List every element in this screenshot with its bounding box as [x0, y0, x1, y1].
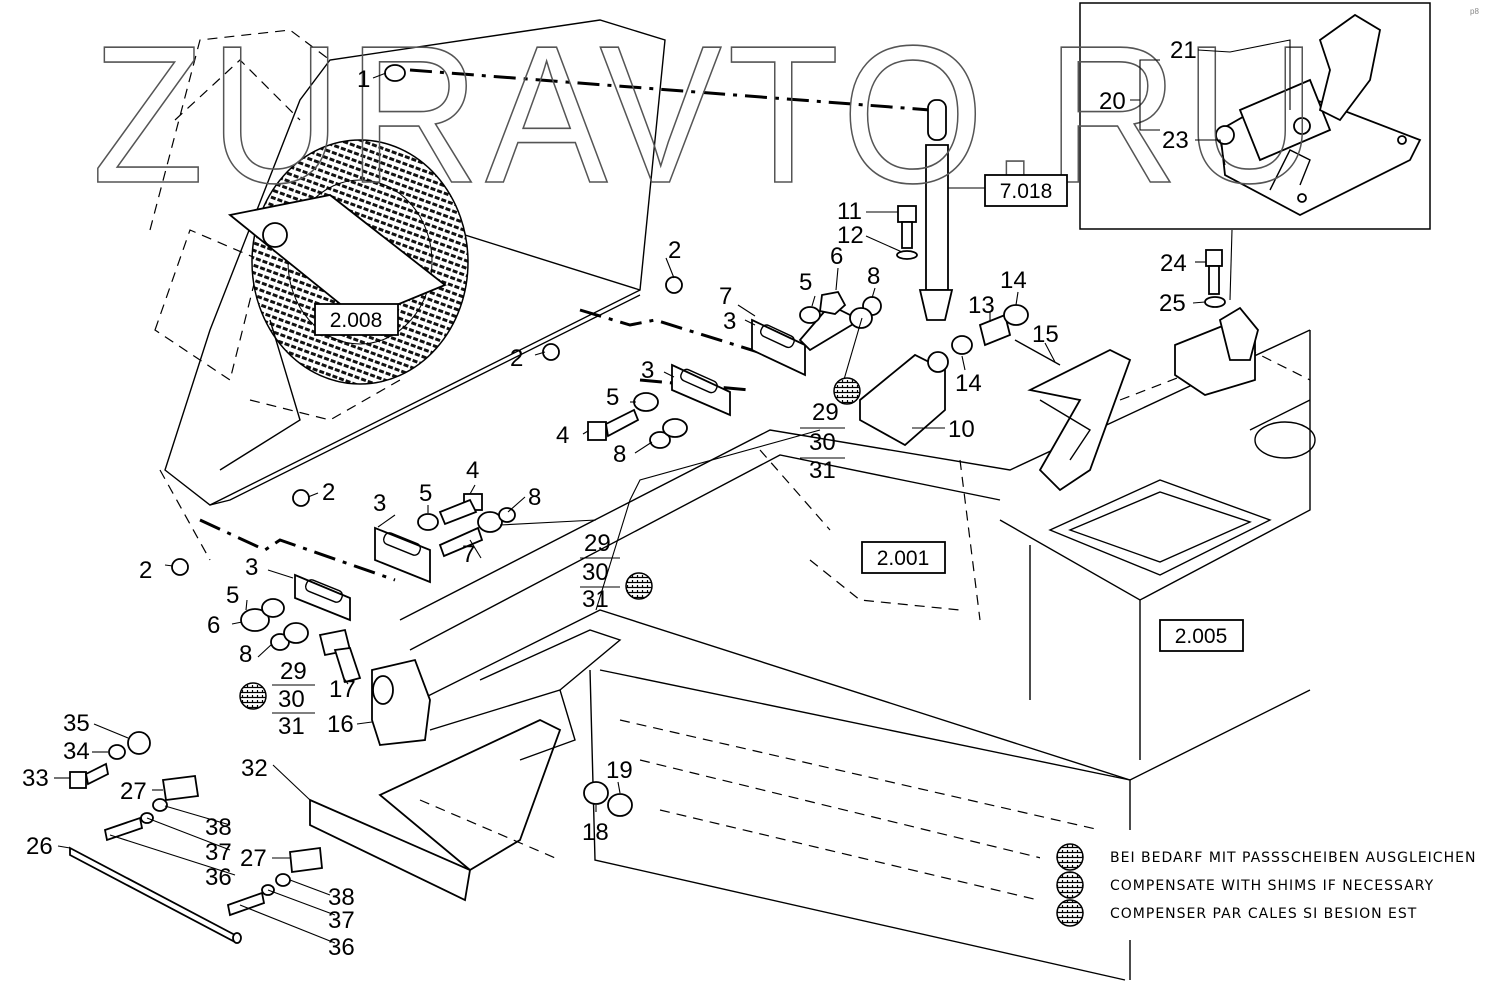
callout-3c[interactable]: 3	[373, 490, 386, 517]
callout-8c[interactable]: 8	[528, 484, 541, 511]
callout-11[interactable]: 11	[837, 198, 862, 225]
shim-symbols	[239, 377, 861, 710]
callout-36b[interactable]: 36	[328, 934, 355, 961]
corner-mark: p8	[1470, 7, 1479, 16]
inset-detail	[1079, 2, 1431, 230]
callout-35[interactable]: 35	[63, 710, 90, 737]
callout-2d[interactable]: 2	[139, 557, 152, 584]
callout-37b[interactable]: 37	[328, 907, 355, 934]
shim-symbol-icon	[625, 572, 653, 600]
callout-5d[interactable]: 5	[226, 582, 239, 609]
callout-1[interactable]: 1	[357, 66, 370, 93]
callout-3d[interactable]: 3	[245, 554, 258, 581]
svg-text:COMPENSER PAR CALES SI BESION: COMPENSER PAR CALES SI BESION EST	[1110, 906, 1417, 922]
callout-29a[interactable]: 29	[812, 399, 839, 426]
callout-26[interactable]: 26	[26, 833, 53, 860]
callout-5b[interactable]: 5	[606, 384, 619, 411]
svg-text:BEI BEDARF MIT PASSSCHEIBEN AU: BEI BEDARF MIT PASSSCHEIBEN AUSGLEICHEN	[1110, 850, 1476, 866]
callouts: 1 2 2 2 2 3 3 3 3 4 4 5 5 5 5 6 6 7 7 8 …	[22, 37, 1197, 961]
callout-36a[interactable]: 36	[205, 864, 232, 891]
callout-27a[interactable]: 27	[120, 778, 147, 805]
callout-18[interactable]: 18	[582, 819, 609, 846]
callout-24[interactable]: 24	[1160, 250, 1187, 277]
frame-structure	[149, 19, 1316, 981]
callout-34[interactable]: 34	[63, 738, 90, 765]
callout-30b[interactable]: 30	[582, 559, 609, 586]
callout-31c[interactable]: 31	[278, 713, 305, 740]
callout-17[interactable]: 17	[329, 676, 356, 703]
callout-19[interactable]: 19	[606, 757, 633, 784]
parts	[69, 64, 1259, 944]
callout-29c[interactable]: 29	[280, 658, 307, 685]
svg-text:2.005: 2.005	[1175, 625, 1228, 648]
callout-4b[interactable]: 4	[466, 457, 479, 484]
shim-symbol-icon	[833, 377, 861, 405]
callout-8d[interactable]: 8	[239, 641, 252, 668]
callout-29b[interactable]: 29	[584, 530, 611, 557]
callout-30c[interactable]: 30	[278, 686, 305, 713]
ref-box-7-018[interactable]: 7.018	[948, 174, 1068, 207]
callout-8a[interactable]: 8	[867, 263, 880, 290]
callout-30a[interactable]: 30	[809, 429, 836, 456]
callout-2b[interactable]: 2	[510, 345, 523, 372]
callout-2a[interactable]: 2	[668, 237, 681, 264]
callout-5a[interactable]: 5	[799, 269, 812, 296]
callout-2c[interactable]: 2	[322, 479, 335, 506]
svg-text:2.008: 2.008	[330, 309, 383, 332]
callout-31b[interactable]: 31	[582, 586, 609, 613]
legend: BEI BEDARF MIT PASSSCHEIBEN AUSGLEICHEN …	[1040, 830, 1480, 940]
legend-item-de: BEI BEDARF MIT PASSSCHEIBEN AUSGLEICHEN	[1056, 843, 1476, 871]
callout-31a[interactable]: 31	[809, 457, 836, 484]
gas-strut-rod-end	[927, 99, 947, 141]
callout-8b[interactable]: 8	[613, 441, 626, 468]
callout-13[interactable]: 13	[968, 292, 995, 319]
strip-32	[309, 798, 472, 902]
callout-16[interactable]: 16	[327, 711, 354, 738]
shim-symbol-icon	[1056, 843, 1084, 871]
callout-27b[interactable]: 27	[240, 845, 267, 872]
callout-5c[interactable]: 5	[419, 480, 432, 507]
callout-12[interactable]: 12	[837, 222, 864, 249]
callout-4a[interactable]: 4	[556, 422, 569, 449]
callout-33[interactable]: 33	[22, 765, 49, 792]
callout-37a[interactable]: 37	[205, 839, 232, 866]
ref-box-2-005[interactable]: 2.005	[1159, 619, 1244, 652]
callout-38a[interactable]: 38	[205, 814, 232, 841]
leader-lines	[54, 39, 1291, 944]
callout-3a[interactable]: 3	[723, 308, 736, 335]
svg-text:COMPENSATE WITH SHIMS IF NECES: COMPENSATE WITH SHIMS IF NECESSARY	[1110, 878, 1434, 894]
callout-6b[interactable]: 6	[207, 612, 220, 639]
svg-text:2.001: 2.001	[877, 547, 930, 570]
callout-14a[interactable]: 14	[1000, 267, 1027, 294]
callout-20[interactable]: 20	[1099, 88, 1126, 115]
callout-25[interactable]: 25	[1159, 290, 1186, 317]
callout-15[interactable]: 15	[1032, 321, 1059, 348]
callout-6a[interactable]: 6	[830, 243, 843, 270]
callout-7b[interactable]: 7	[462, 541, 475, 568]
shim-symbol-icon	[239, 682, 267, 710]
ref-box-2-008[interactable]: 2.008	[314, 303, 399, 336]
legend-item-fr: COMPENSER PAR CALES SI BESION EST	[1056, 899, 1417, 927]
callout-14b[interactable]: 14	[955, 370, 982, 397]
ref-box-2-001[interactable]: 2.001	[861, 541, 946, 574]
watermark-text: ZURAVTO.RU	[92, 5, 1322, 224]
shim-symbol-icon	[1056, 871, 1084, 899]
callout-23[interactable]: 23	[1162, 127, 1189, 154]
callout-3b[interactable]: 3	[641, 357, 654, 384]
callout-7a[interactable]: 7	[719, 283, 732, 310]
legend-item-en: COMPENSATE WITH SHIMS IF NECESSARY	[1056, 871, 1434, 899]
callout-10[interactable]: 10	[948, 416, 975, 443]
svg-text:7.018: 7.018	[1000, 180, 1053, 203]
callout-21[interactable]: 21	[1170, 37, 1197, 64]
callout-38b[interactable]: 38	[328, 884, 355, 911]
bracket-10	[859, 353, 946, 447]
callout-32[interactable]: 32	[241, 755, 268, 782]
shim-symbol-icon	[1056, 899, 1084, 927]
